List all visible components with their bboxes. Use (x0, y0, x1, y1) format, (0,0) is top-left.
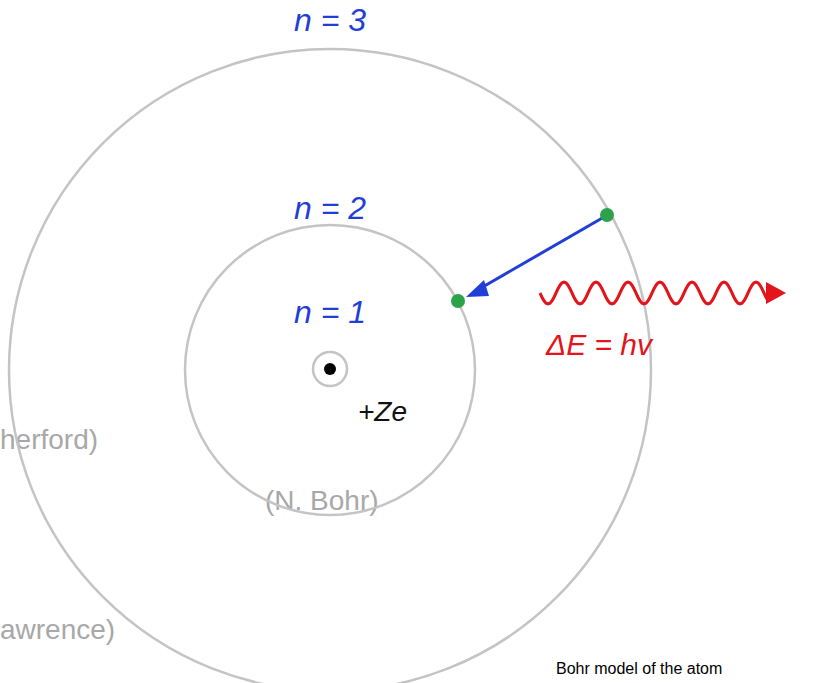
transition-arrow (474, 217, 604, 292)
nucleus (324, 363, 336, 375)
orbit-label: n = 2 (294, 190, 366, 227)
photon-energy: ΔE = hv (546, 328, 652, 362)
orbit-label: n = 3 (294, 2, 366, 39)
background-text: awrence) (0, 614, 115, 646)
caption: Bohr model of the atom (556, 660, 722, 678)
orbit-n3 (9, 49, 651, 683)
photon-arrowhead (766, 282, 786, 304)
electron-dot (451, 294, 465, 308)
orbit-label: n = 1 (294, 294, 366, 331)
nuclear-charge: +Ze (358, 396, 407, 428)
electron-dot (600, 208, 614, 222)
transition-arrowhead (466, 280, 489, 297)
orbit-n2 (185, 225, 475, 515)
photon-wave (540, 282, 768, 304)
orbit-n1 (313, 352, 347, 386)
